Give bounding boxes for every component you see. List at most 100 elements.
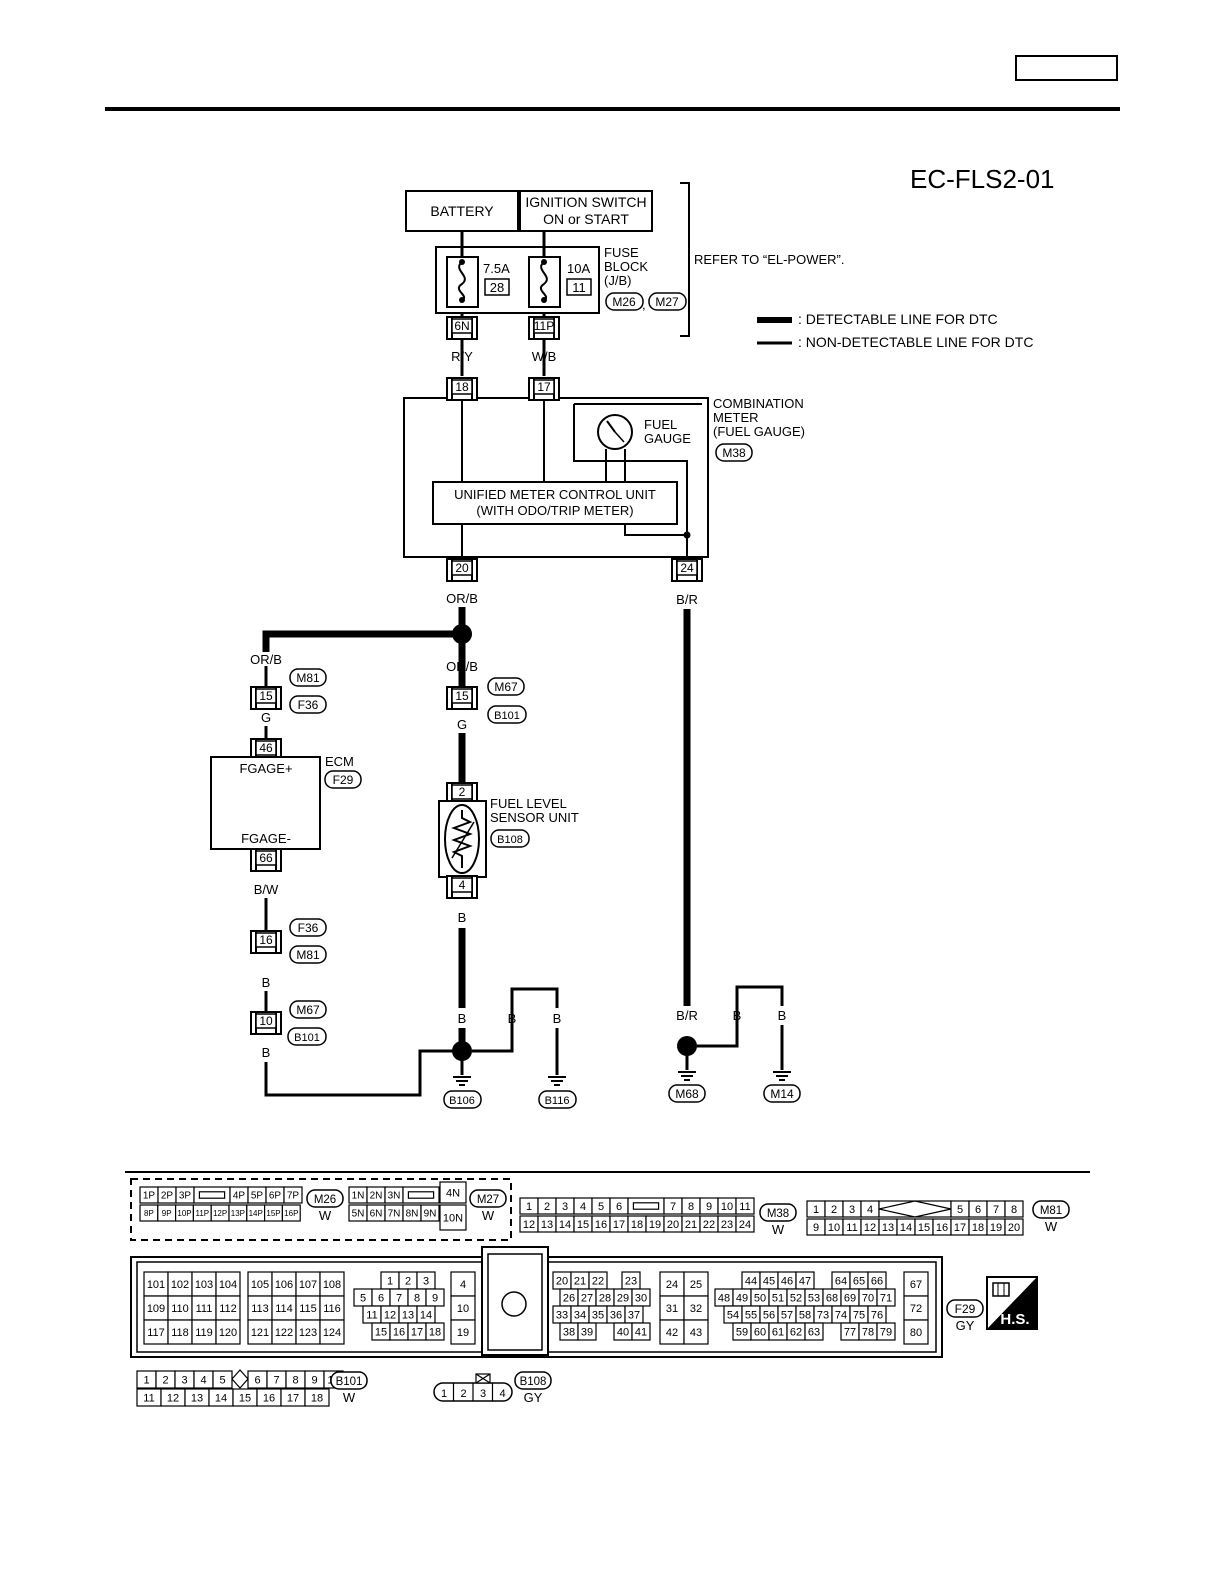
ground-splice-2 [677,1036,697,1056]
f29-pin: 108 [323,1279,341,1291]
b101-pin: 4 [200,1374,206,1386]
wire-b-7: B [733,1008,742,1023]
f29-pin: 76 [871,1309,883,1321]
sensor-label-1: FUEL LEVEL [490,796,567,811]
ignition-label-2: ON or START [543,211,629,227]
b101-pin: 7 [273,1374,279,1386]
meter-terminal-24: 24 [680,561,694,575]
f29-pin: 70 [862,1292,874,1304]
m26-pin: 10P [177,1209,191,1218]
f29-pin: 17 [411,1326,423,1338]
ground-3: M68 [675,1087,699,1101]
f29-pin: 23 [625,1275,637,1287]
meter-terminal-17: 17 [537,380,551,394]
wire-g-2: G [457,717,467,732]
b101-pin: 14 [215,1392,227,1404]
fuse-1-number: 28 [490,280,504,295]
m38-pin: 16 [595,1219,607,1231]
f29-pin: 114 [275,1303,293,1315]
ecm-connector: F29 [333,773,354,787]
f29-pin: 7 [396,1292,402,1304]
page-code-box [1015,55,1118,81]
ecm-box [210,756,321,850]
m81-pin: 9 [813,1222,819,1234]
m26-pin: 14P [249,1209,263,1218]
b101-pin: 3 [181,1374,187,1386]
f29-pin: 121 [251,1327,269,1339]
wire-br-2: B/R [676,1008,698,1023]
f29-pin: 124 [323,1327,341,1339]
ground-2: B116 [545,1095,570,1107]
m26-pin: 13P [231,1209,245,1218]
f29-pin: 120 [219,1327,237,1339]
m81-pin: 2 [831,1204,837,1216]
fuel-gauge-label-1: FUEL [644,417,677,432]
f29-pin: 30 [635,1292,647,1304]
wire-b-5: B [508,1011,517,1026]
meter-terminal-18: 18 [455,380,469,394]
wire-b-8: B [778,1008,787,1023]
m81-pin: 14 [900,1222,912,1234]
f29-pin: 29 [617,1292,629,1304]
f29-pin: 27 [581,1292,593,1304]
f29-pin: 3 [423,1275,429,1287]
b108-connector-color: GY [524,1390,543,1405]
f29-pin: 20 [556,1275,568,1287]
m38-pin: 13 [541,1219,553,1231]
wire-b-6: B [553,1011,562,1026]
ecm-label: ECM [325,754,354,769]
f29-pin: 37 [628,1309,640,1321]
m26-connector-color: W [319,1208,332,1223]
f29-pin: 46 [781,1275,793,1287]
f29-pin: 11 [366,1309,377,1321]
m26-pin: 16P [284,1209,298,1218]
f29-pin: 48 [718,1292,730,1304]
f29-pin: 80 [910,1327,922,1339]
m27-pin: 8N [406,1209,419,1220]
f29-pin: 65 [853,1275,865,1287]
f29-pin: 15 [375,1326,387,1338]
m38-pin: 6 [616,1201,622,1213]
fuse-block-conn-2: M27 [655,295,679,309]
f29-pin: 67 [910,1279,922,1291]
fuse-block-label-2: BLOCK [604,259,648,274]
f29-pin: 77 [844,1326,856,1338]
m81-pin: 8 [1011,1204,1017,1216]
ecm-terminal-46: 46 [259,741,273,755]
hs-badge: H.S. [986,1276,1038,1330]
sensor-terminal-2: 2 [459,785,466,799]
wire-ry: R/Y [451,349,473,364]
f29-pin: 69 [844,1292,856,1304]
f29-pin: 110 [171,1303,189,1315]
b101-pin: 9 [311,1374,317,1386]
f29-pin: 119 [195,1327,213,1339]
f29-pin: 122 [275,1327,293,1339]
m38-pin: 2 [544,1201,550,1213]
ground-4: M14 [770,1087,794,1101]
wire-b-2: B [262,1045,271,1060]
m38-pin: 19 [649,1219,661,1231]
f29-pin: 39 [581,1326,593,1338]
f29-pin: 74 [835,1309,847,1321]
m38-pin: 18 [631,1219,643,1231]
f29-pin: 4 [460,1279,466,1291]
wire-wb: W/B [532,349,557,364]
m38-pin: 12 [523,1219,535,1231]
battery-label: BATTERY [430,203,494,219]
m26-pin: 11P [195,1209,209,1218]
fuse-block-connector-group [130,1178,512,1241]
b101-connector-color: W [343,1390,356,1405]
f29-pin: 71 [880,1292,892,1304]
refer-note: REFER TO “EL-POWER”. [694,252,844,267]
f29-pin: 107 [299,1279,317,1291]
f29-pin: 64 [835,1275,847,1287]
f29-pin: 1 [387,1275,393,1287]
f29-pin: 63 [808,1326,820,1338]
m38-pin: 23 [721,1219,733,1231]
f29-pin: 103 [195,1279,213,1291]
ground-1: B106 [449,1095,475,1107]
f29-pin: 123 [299,1327,317,1339]
f29-pin: 117 [147,1327,165,1339]
